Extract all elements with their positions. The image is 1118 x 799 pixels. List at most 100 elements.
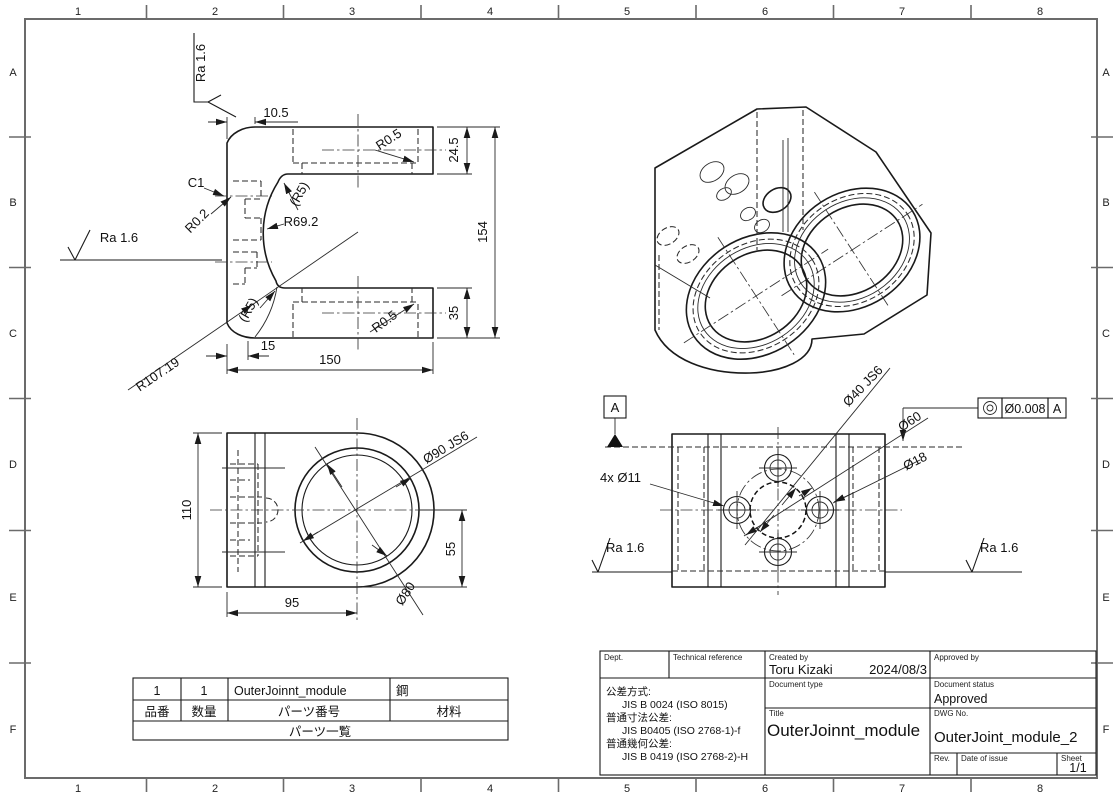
dim-label: 55 — [443, 542, 458, 556]
dim-label: 150 — [319, 352, 341, 367]
tolerance-note-line: 公差方式: — [606, 685, 651, 698]
zone-col: 5 — [624, 6, 630, 18]
bolt-holes — [718, 449, 839, 571]
zone-row: C — [9, 328, 17, 340]
title-label: Title — [769, 709, 784, 718]
diameter-label: Ø18 — [901, 449, 930, 474]
side-view: 10.5 24.5 154 35 15 150 R0.5 R0.5 (R5) (… — [60, 33, 500, 394]
front-view-centerlines — [210, 418, 448, 622]
sheet-label: Sheet — [1061, 754, 1083, 763]
material-cell: 鋼 — [396, 684, 409, 698]
datum-symbol: A — [603, 395, 627, 447]
diameter-label: Ø90 JS6 — [420, 428, 471, 467]
dwg-no-label: DWG No. — [934, 709, 968, 718]
dim-label: 154 — [475, 221, 490, 243]
dim-label: 15 — [261, 338, 275, 353]
fcf-datum: A — [1053, 402, 1062, 416]
isometric-view — [654, 106, 932, 374]
zone-row: F — [10, 724, 17, 736]
radius-label: (R5) — [235, 295, 261, 324]
zone-labels-left: A B C D E F — [9, 67, 17, 736]
side-view-outline — [226, 126, 434, 339]
dept-label: Dept. — [604, 653, 623, 662]
front-view-extension-lines — [193, 432, 467, 617]
radius-label: R0.5 — [369, 307, 400, 335]
side-view-hidden-lines — [233, 129, 419, 337]
diameter-label: Ø80 — [392, 579, 418, 608]
tolerance-note-line: JIS B 0419 (ISO 2768-2)-H — [622, 751, 748, 763]
created-by-label: Created by — [769, 653, 808, 662]
created-date-value: 2024/08/3 — [869, 662, 927, 677]
tech-ref-label: Technical reference — [673, 653, 743, 662]
zone-row: C — [1102, 328, 1110, 340]
zone-col: 1 — [75, 6, 81, 18]
dim-label: 110 — [179, 500, 194, 521]
roughness-label: Ra 1.6 — [606, 540, 644, 555]
qty-cell: 1 — [201, 684, 208, 698]
parts-table: 1 1 OuterJoinnt_module 鋼 品番 数量 パーツ番号 材料 … — [132, 677, 509, 741]
holes-label: 4x Ø11 — [600, 470, 641, 485]
tolerance-note-line: 普通幾何公差: — [606, 737, 672, 750]
top-view-centerlines — [660, 427, 902, 595]
tolerance-note-line: JIS B0405 (ISO 2768-1)-f — [622, 725, 741, 737]
doc-type-label: Document type — [769, 680, 823, 689]
zone-col: 4 — [487, 6, 493, 18]
roughness-label: Ra 1.6 — [193, 44, 208, 82]
front-view-outline — [226, 432, 435, 588]
date-of-issue-label: Date of issue — [961, 754, 1008, 763]
dwg-no-value: OuterJoint_module_2 — [934, 729, 1077, 746]
roughness-symbol-right — [885, 537, 1022, 573]
zone-col: 7 — [899, 6, 905, 18]
drawing-title: OuterJoinnt_module — [767, 721, 920, 740]
zone-col: 3 — [349, 6, 355, 18]
iso-near-bore — [683, 232, 829, 360]
zone-col: 5 — [624, 783, 630, 795]
doc-status-label: Document status — [934, 680, 994, 689]
radius-label: R107.19 — [133, 354, 182, 394]
tolerance-notes: 公差方式: JIS B 0024 (ISO 8015) 普通寸法公差: JIS … — [606, 685, 748, 763]
zone-col: 2 — [212, 783, 218, 795]
roughness-label: Ra 1.6 — [100, 230, 138, 245]
zone-col: 6 — [762, 783, 768, 795]
zone-col: 4 — [487, 783, 493, 795]
approved-by-label: Approved by — [934, 653, 979, 662]
part-name-cell: OuterJoinnt_module — [234, 684, 347, 698]
drawing-frame: 1 2 3 4 5 6 7 8 1 2 3 4 5 6 7 8 A B C D … — [9, 5, 1113, 795]
roughness-symbol-top — [193, 33, 237, 118]
zone-col: 6 — [762, 6, 768, 18]
zone-row: D — [1102, 459, 1110, 471]
qty-header: 数量 — [191, 704, 216, 719]
sheet-value: 1/1 — [1069, 761, 1086, 775]
front-view: 110 95 55 Ø90 JS6 Ø80 — [179, 418, 478, 622]
zone-col: 8 — [1037, 6, 1043, 18]
zone-labels-bottom: 1 2 3 4 5 6 7 8 — [75, 783, 1043, 795]
side-view-centerlines — [215, 114, 446, 350]
zone-row: A — [1102, 67, 1110, 79]
datum-label: A — [611, 400, 620, 415]
chamfer-label: C1 — [188, 175, 205, 190]
title-block: Dept. Technical reference Created by App… — [599, 650, 1097, 776]
concentricity-icon — [983, 401, 997, 415]
doc-status-value: Approved — [934, 692, 988, 706]
radius-label: R0.5 — [373, 125, 404, 153]
rev-label: Rev. — [934, 754, 950, 763]
tolerance-note-line: JIS B 0024 (ISO 8015) — [622, 699, 728, 711]
zone-row: E — [1102, 592, 1109, 604]
parts-table-caption: パーツ一覧 — [289, 724, 351, 739]
zone-row: E — [9, 592, 16, 604]
roughness-label: Ra 1.6 — [980, 540, 1018, 555]
zone-col: 7 — [899, 783, 905, 795]
roughness-symbol-left — [591, 537, 672, 573]
part-no-cell: 1 — [154, 684, 161, 698]
zone-row: A — [9, 67, 17, 79]
zone-row: F — [1103, 724, 1110, 736]
radius-label: R69.2 — [284, 214, 319, 229]
zone-col: 2 — [212, 6, 218, 18]
iso-far-bore — [781, 187, 923, 313]
zone-row: B — [9, 197, 16, 209]
radius-label: R0.2 — [182, 206, 212, 236]
top-view-outline — [671, 433, 886, 588]
iso-silhouette — [654, 106, 932, 374]
zone-col: 8 — [1037, 783, 1043, 795]
